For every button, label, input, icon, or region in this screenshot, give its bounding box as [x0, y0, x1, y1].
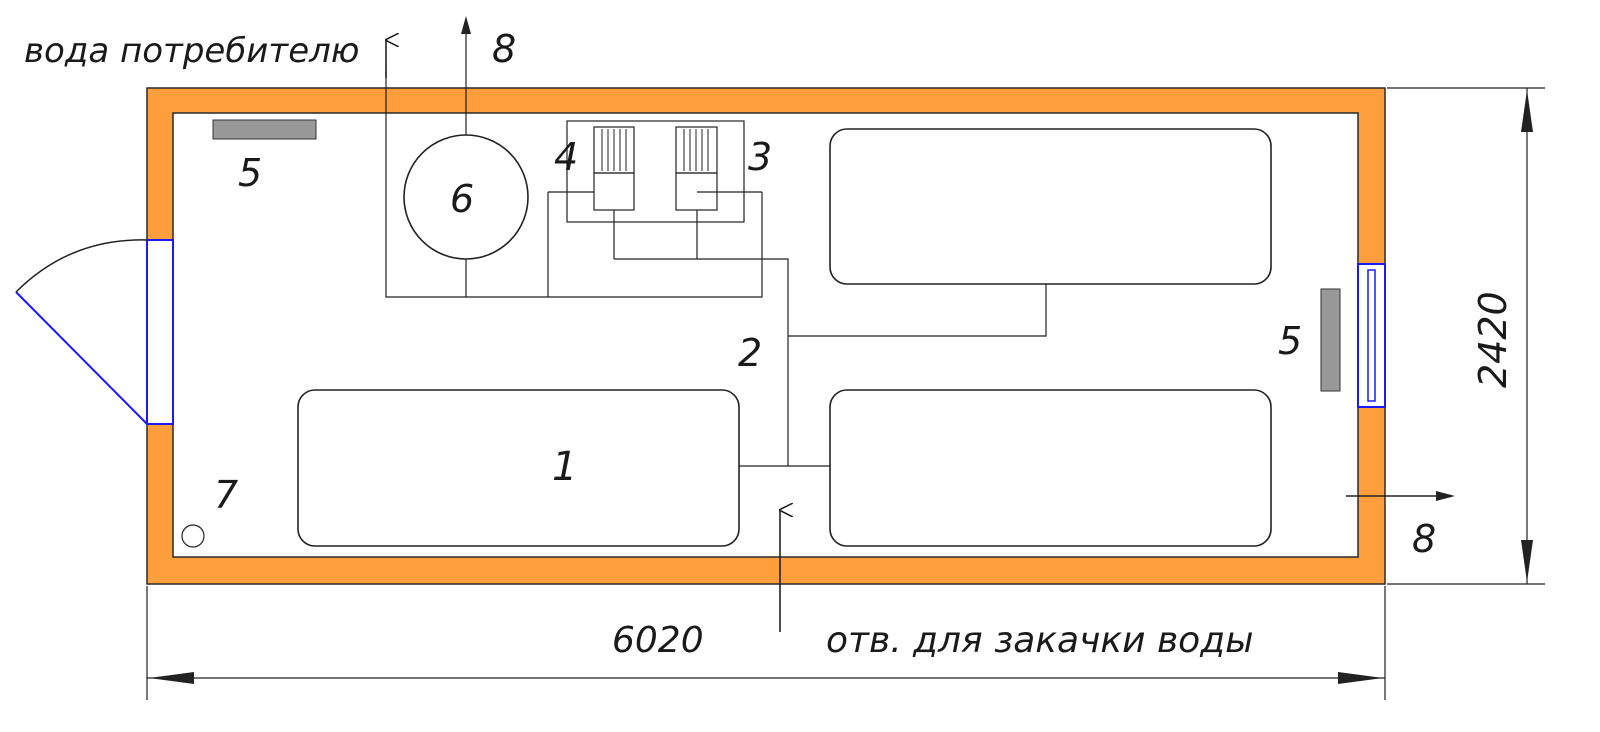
filter-enclosure [566, 120, 745, 223]
label-vent-8-right: 8 [1412, 517, 1436, 561]
tank-bottom-right [829, 389, 1272, 547]
length-dimension [146, 586, 1386, 700]
label-heater-5-left: 5 [238, 151, 262, 195]
pipe-to-top-tank [788, 284, 1047, 337]
door-leaf [15, 291, 148, 425]
length-arrow-right [1338, 672, 1383, 684]
width-dimension [1387, 87, 1545, 585]
inner-floor [172, 112, 1359, 558]
door-swing-arc [15, 239, 148, 293]
heater-right [1320, 288, 1341, 392]
label-drain-7: 7 [214, 473, 238, 517]
window-frame [1357, 263, 1386, 408]
label-water-to-consumer: вода потребителю [24, 31, 359, 71]
label-length-dim: 6020 [612, 620, 704, 661]
filter-4-grid [601, 129, 627, 171]
label-heater-5-right: 5 [1278, 319, 1302, 363]
label-pipe-2: 2 [738, 331, 762, 375]
label-width-dim: 2420 [1471, 291, 1515, 388]
label-filter-4: 4 [554, 135, 578, 179]
container-walls [146, 87, 1386, 585]
door-frame [146, 239, 174, 425]
length-arrow-left [149, 672, 194, 684]
tank-top-right [829, 128, 1272, 285]
filter-3-grid [683, 129, 709, 171]
vent-right-arrowhead [1436, 491, 1455, 501]
label-tank-1: 1 [552, 444, 577, 490]
pipe-consumer-loop [385, 70, 763, 298]
filter-unit [548, 120, 762, 223]
width-arrow-bottom [1521, 540, 1533, 582]
label-vent-8-top: 8 [492, 27, 516, 71]
window-glass [1367, 269, 1376, 402]
entrance-door [15, 239, 174, 425]
pipe-filters-to-riser [614, 258, 789, 466]
label-tank-6: 6 [450, 177, 474, 221]
heater-left [212, 119, 317, 140]
floor-drain [181, 524, 205, 548]
side-window [1357, 263, 1386, 408]
label-filter-3: 3 [748, 135, 772, 179]
width-arrow-top [1521, 90, 1533, 132]
vent-top-arrowhead [461, 16, 471, 34]
tank-bottom-left [297, 389, 740, 547]
label-water-intake: отв. для закачки воды [826, 620, 1254, 661]
piping [385, 20, 1047, 467]
